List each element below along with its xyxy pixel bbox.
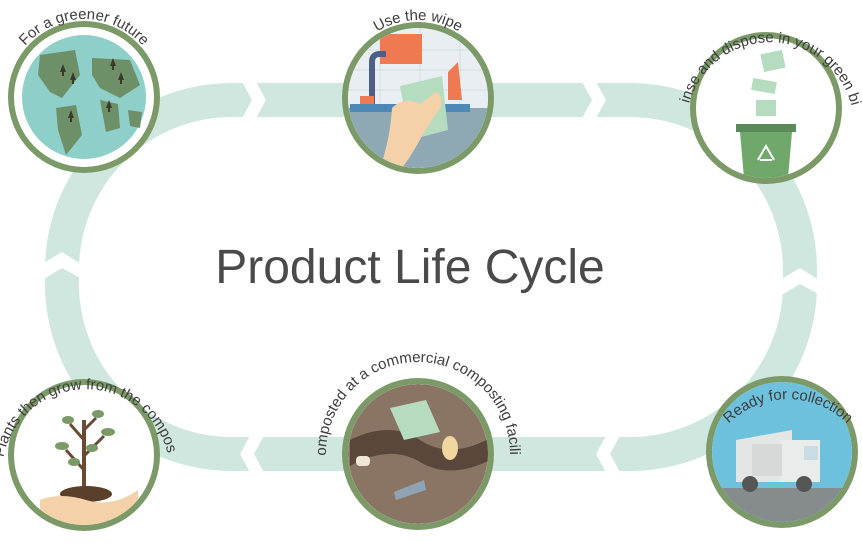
garbage-truck-icon: [712, 382, 852, 522]
step-use-wipe: Use the wipe: [342, 7, 494, 174]
chevrons: [42, 78, 822, 476]
green-bin-icon: [736, 49, 796, 178]
step-ready-collection: Ready for collection: [706, 376, 858, 528]
hand-wiping-icon: [348, 28, 488, 168]
diagram-title: Product Life Cycle: [215, 241, 605, 294]
compost-icon: [348, 384, 488, 524]
globe-icon: [22, 35, 146, 159]
step-greener-future: For a greener future: [8, 6, 160, 173]
